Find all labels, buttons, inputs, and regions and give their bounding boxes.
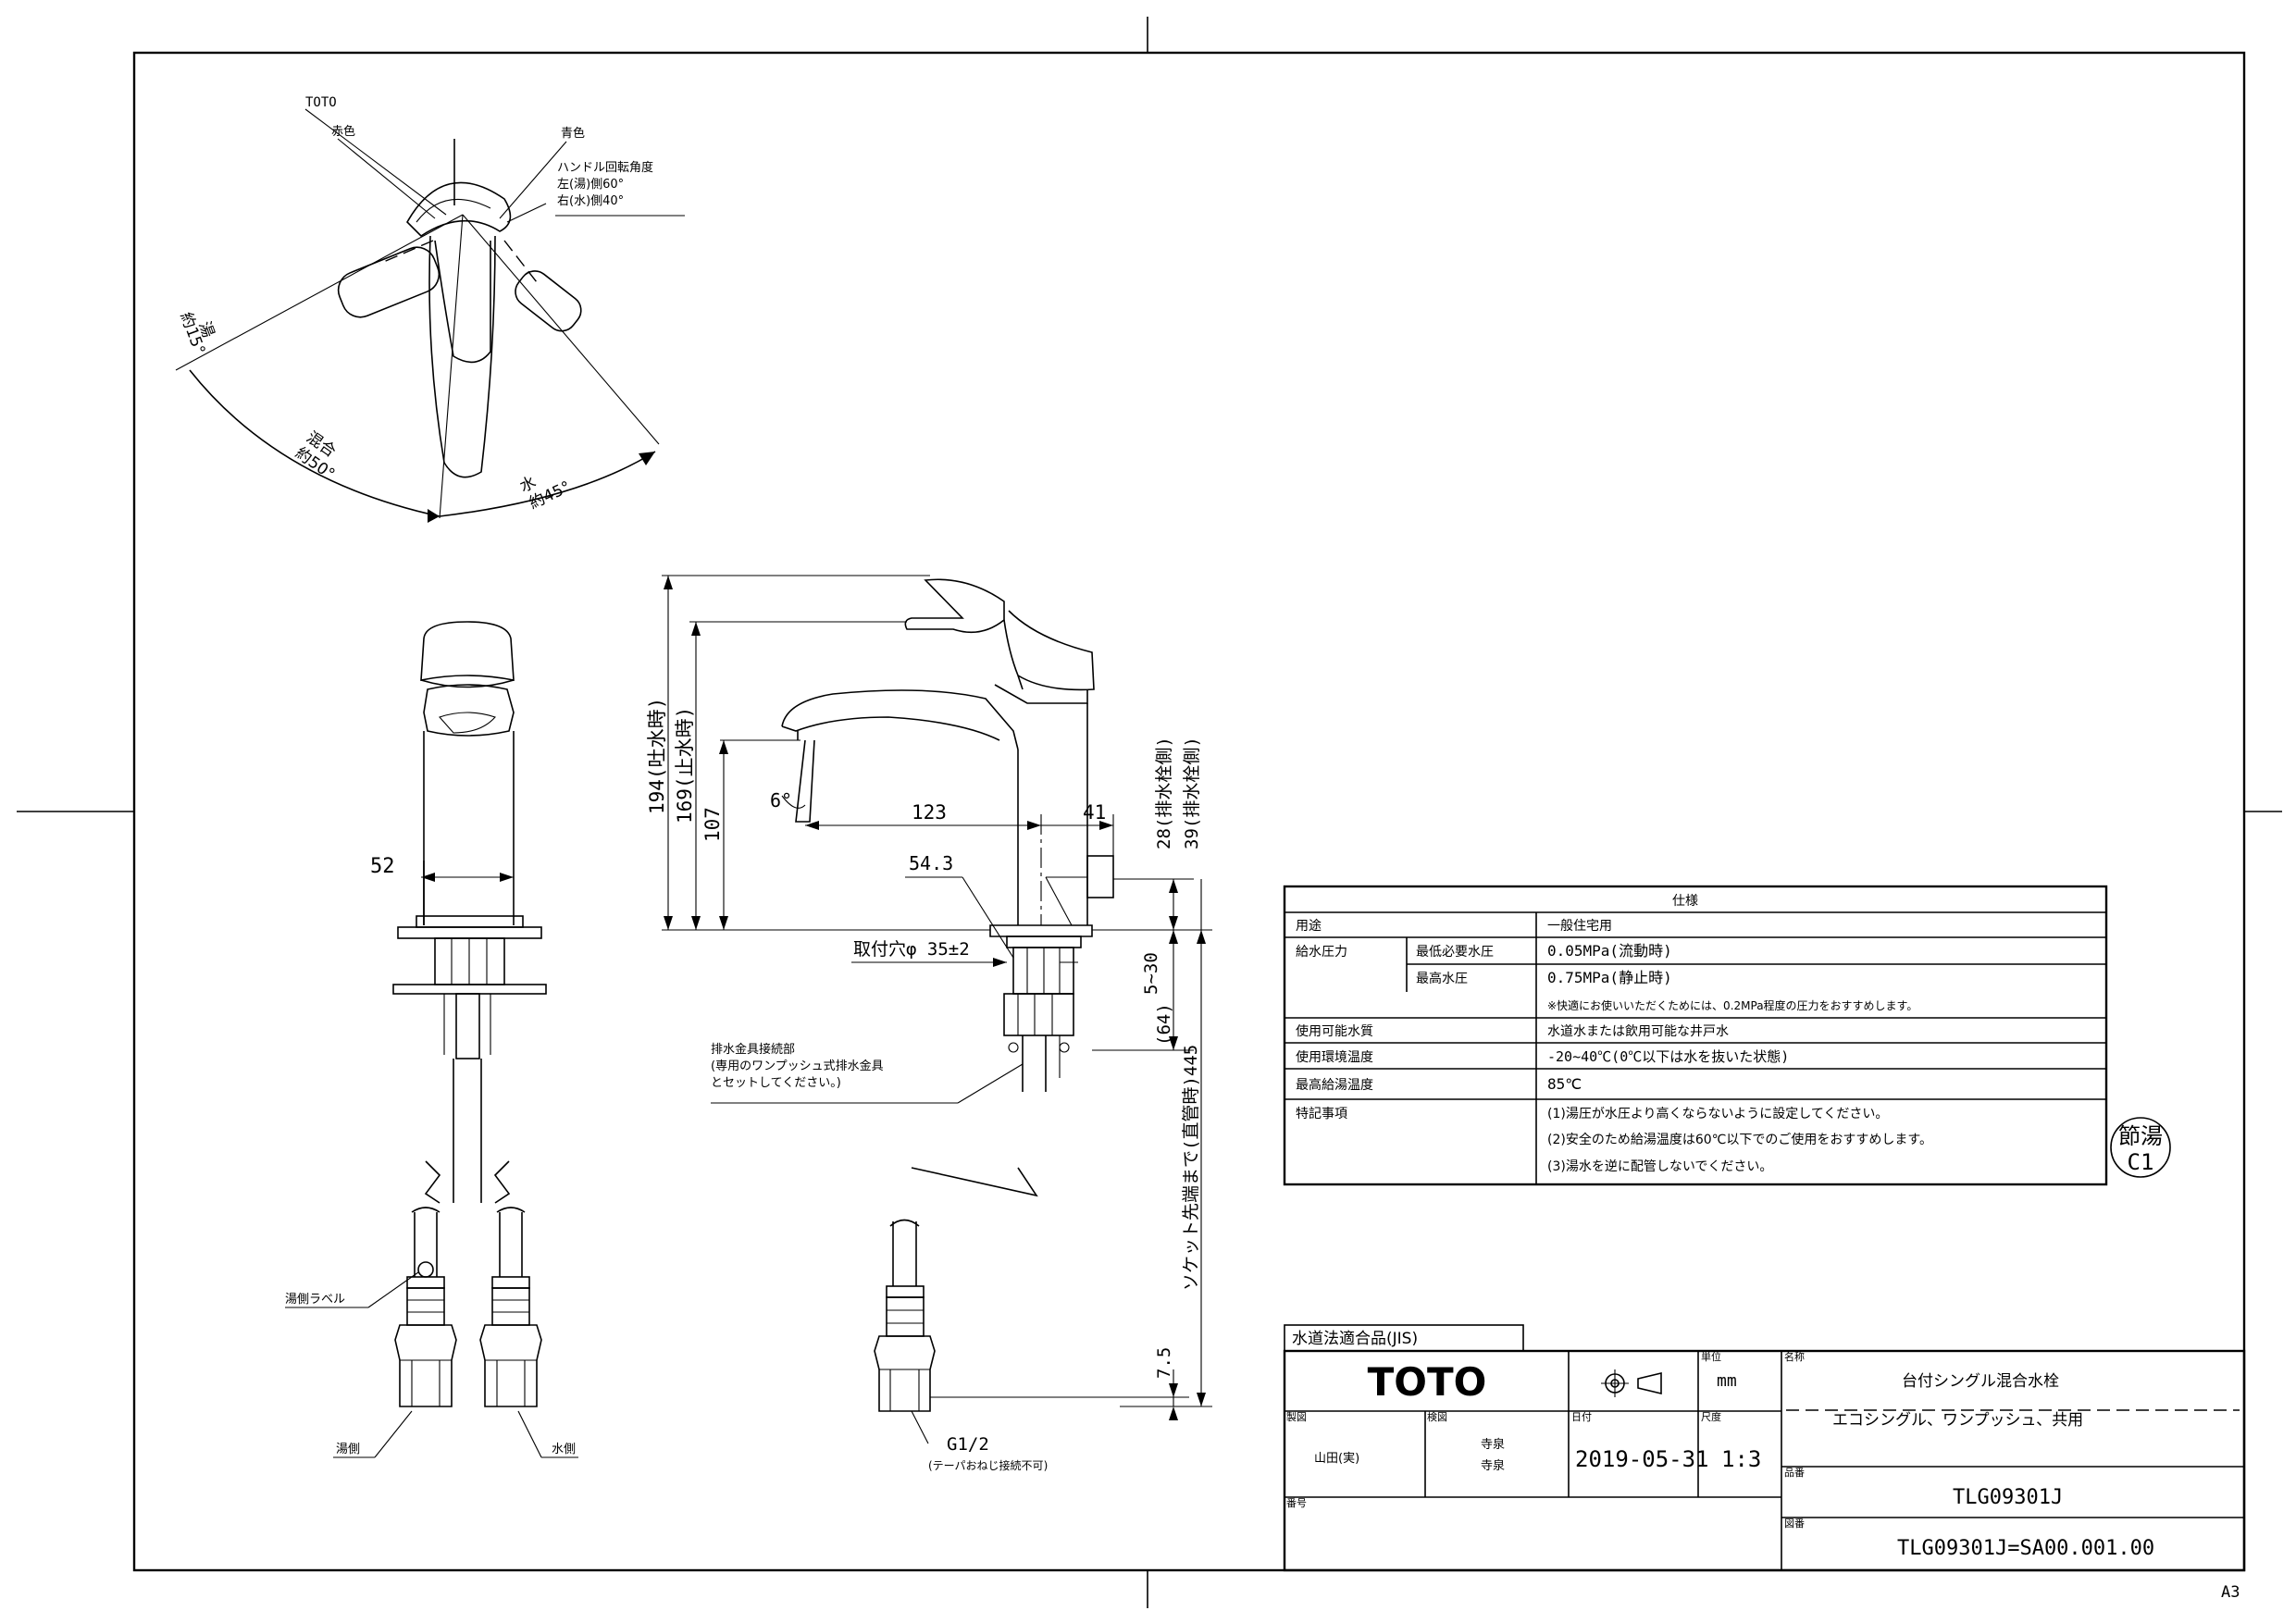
spec-row-7-value: (1)湯圧が水圧より高くならないように設定してください。: [1547, 1106, 1888, 1121]
title-block: 水道法適合品(JIS) TOTO 単位 mm 名称 台付シングル混合水栓 エコシ…: [1283, 1324, 2246, 1572]
spec-row-1-sub: 最低必要水圧: [1416, 945, 1494, 960]
spec-row-2-value: 0.75MPa(静止時): [1547, 969, 1672, 986]
thread-note: (テーパおねじ接続不可): [928, 1458, 1048, 1472]
spec-row-9-value: (3)湯水を逆に配管しないでください。: [1547, 1158, 1772, 1174]
dim-41: 41: [1083, 801, 1106, 824]
spec-row-2-sub: 最高水圧: [1416, 971, 1468, 986]
drain-note-1: 排水金具接続部: [711, 1042, 795, 1057]
dim-6deg: 6°: [770, 789, 792, 812]
spec-row-7-label: 特記事項: [1296, 1106, 1347, 1121]
front-width-dim: 52: [370, 855, 395, 878]
unit-label: 単位: [1701, 1350, 1721, 1363]
product-name-1: 台付シングル混合水栓: [1902, 1372, 2059, 1391]
spec-title: 仕様: [1672, 894, 1698, 909]
spec-row-5-label: 使用環境温度: [1296, 1049, 1373, 1065]
spec-table: 仕様 用途 一般住宅用 給水圧力 最低必要水圧 0.05MPa(流動時) 最高水…: [1283, 885, 2108, 1186]
spec-row-1-value: 0.05MPa(流動時): [1547, 942, 1672, 960]
dim-7-5: 7.5: [1154, 1347, 1174, 1379]
projection-symbol-icon: [1601, 1369, 1662, 1397]
spec-row-5-value: -20~40℃(0℃以下は水を抜いた状態): [1547, 1048, 1789, 1065]
spec-row-0-label: 用途: [1296, 918, 1322, 934]
design-label: 製図: [1286, 1410, 1307, 1423]
spec-row-1-label: 給水圧力: [1296, 945, 1347, 960]
model-number: TLG09301J: [1953, 1486, 2063, 1509]
water-saving-badge: 節湯 C1: [2110, 1117, 2171, 1178]
dim-445: ソケット先端まで(直管時)445: [1181, 1045, 1201, 1291]
scale-value: 1:3: [1721, 1446, 1761, 1472]
dim-64: (64): [1154, 1003, 1174, 1046]
drain-note-3: とセットしてください。): [711, 1076, 841, 1090]
drawing-label: 図番: [1784, 1518, 1805, 1530]
red-label: 赤色: [331, 124, 355, 139]
spec-row-4-label: 使用可能水質: [1296, 1023, 1373, 1039]
hot-side-label-mark: 湯側ラベル: [285, 1293, 345, 1307]
cold-side-label: 水側: [552, 1443, 576, 1456]
designer-name: 山田(実): [1314, 1451, 1359, 1466]
sheet-size-label: A3: [2221, 1583, 2240, 1602]
product-name-2: エコシングル、ワンプッシュ、共用: [1832, 1411, 2083, 1430]
spec-row-4-value: 水道水または飲用可能な井戸水: [1547, 1024, 1729, 1039]
date-value: 2019-05-31: [1575, 1446, 1709, 1472]
checker-1: 寺泉: [1481, 1437, 1505, 1452]
spec-row-0-value: 一般住宅用: [1547, 919, 1612, 934]
toto-logo: TOTO: [1368, 1359, 1487, 1405]
blue-label: 青色: [561, 126, 585, 141]
top-view: TOTO 赤色 青色 ハンドル回転角度 左(湯)側60° 右(水)側40° 湯 …: [175, 95, 685, 523]
spec-row-6-value: 85℃: [1547, 1075, 1582, 1093]
dim-123: 123: [912, 801, 947, 824]
scale-label: 尺度: [1701, 1410, 1721, 1423]
badge-top: 節湯: [2118, 1123, 2163, 1149]
spec-row-3-value: ※快適にお使いいただくためには、0.2MPa程度の圧力をおすすめします。: [1547, 998, 1917, 1012]
unit-value: mm: [1717, 1371, 1737, 1391]
name-label: 名称: [1784, 1350, 1805, 1363]
check-label: 検図: [1427, 1410, 1447, 1423]
mount-hole-dim: 取付穴φ 35±2: [853, 939, 970, 960]
front-view: 52 湯側ラベル 湯側 水側: [285, 621, 578, 1458]
handle-right-label: 右(水)側40°: [557, 194, 624, 208]
dim-39: 39(排水栓側): [1182, 737, 1202, 849]
number-label: 番号: [1286, 1497, 1307, 1509]
spec-row-6-label: 最高給湯温度: [1296, 1077, 1373, 1093]
dim-54-3: 54.3: [909, 852, 953, 874]
date-label: 日付: [1571, 1411, 1592, 1423]
dim-5-30: 5~30: [1141, 952, 1161, 995]
badge-bottom: C1: [2128, 1149, 2154, 1175]
side-view: 194(吐水時) 169(止水時) 107 6° 123 41 54.3: [646, 575, 1212, 1472]
dim-169: 169(止水時): [674, 707, 696, 824]
dim-194: 194(吐水時): [646, 698, 668, 814]
jis-label: 水道法適合品(JIS): [1292, 1330, 1418, 1348]
dim-28: 28(排水栓側): [1154, 737, 1174, 849]
dim-107: 107: [701, 807, 724, 842]
hot-side-label: 湯側: [336, 1443, 360, 1456]
thread-spec: G1/2: [947, 1434, 989, 1455]
hot-angle-label: 湯: [194, 319, 217, 341]
spec-row-8-value: (2)安全のため給湯温度は60℃以下でのご使用をおすすめします。: [1547, 1132, 1932, 1147]
handle-angle-label: ハンドル回転角度: [557, 160, 653, 175]
model-label: 品番: [1784, 1467, 1805, 1479]
handle-left-label: 左(湯)側60°: [557, 178, 624, 192]
checker-2: 寺泉: [1481, 1458, 1505, 1473]
drain-note-2: (専用のワンプッシュ式排水金具: [711, 1059, 884, 1073]
cold-angle-label: 水: [517, 473, 540, 496]
top-brand-label: TOTO: [305, 95, 337, 110]
drawing-number: TLG09301J=SA00.001.00: [1897, 1537, 2154, 1560]
